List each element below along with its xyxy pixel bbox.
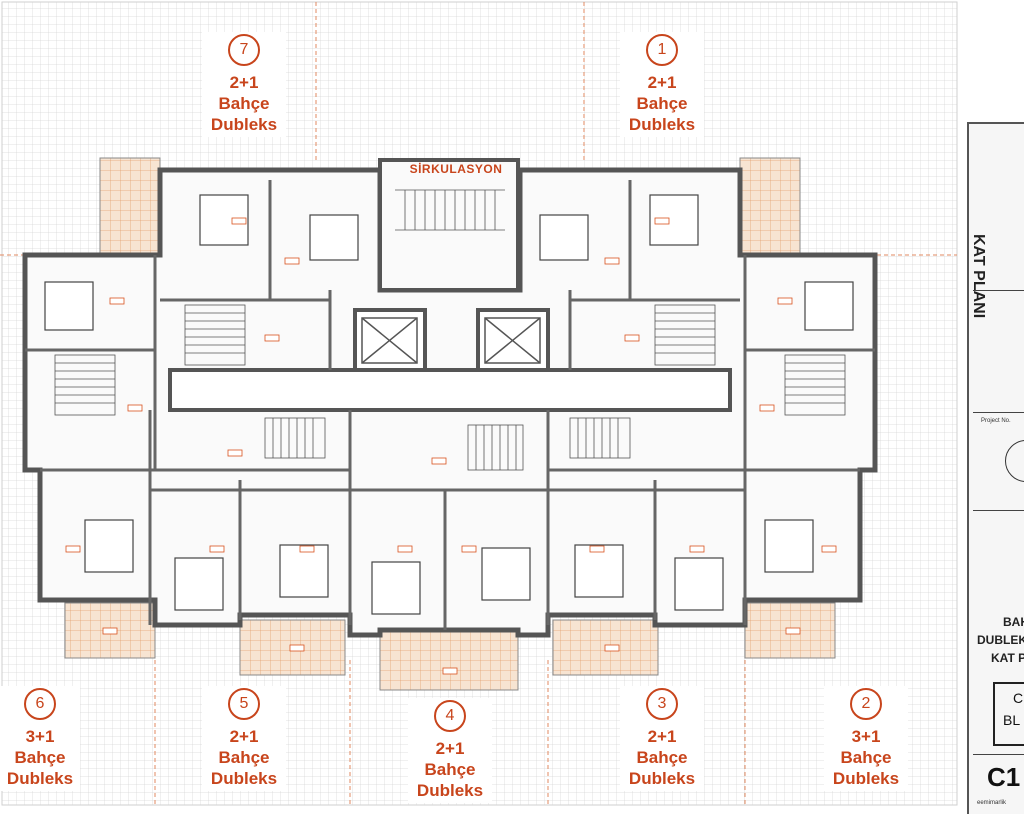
- interior-walls: [25, 180, 875, 630]
- logo-circle-icon: [1005, 440, 1024, 482]
- unit-number-badge: 5: [228, 688, 260, 720]
- room-tags: [65, 217, 837, 675]
- unit-number-badge: 6: [24, 688, 56, 720]
- unit-type-garden: Bahçe: [840, 748, 892, 767]
- title-block-project-label: Project No.: [981, 418, 1011, 424]
- unit-number-badge: 2: [850, 688, 882, 720]
- title-block-divider: [973, 510, 1024, 511]
- title-block-footer: eemimarlik: [977, 800, 1007, 806]
- title-block-line-3: KAT P: [991, 651, 1024, 665]
- unit-rooms: 2+1: [229, 73, 259, 92]
- title-block-divider: [973, 290, 1024, 291]
- unit-type-garden: Bahçe: [424, 760, 476, 779]
- unit-rooms: 2+1: [229, 727, 259, 746]
- unit-number-badge: 7: [228, 34, 260, 66]
- title-block-line-1: BAH: [1003, 615, 1024, 629]
- unit-rooms: 2+1: [647, 73, 677, 92]
- unit-type-garden: Bahçe: [14, 748, 66, 767]
- unit-type-duplex: Dubleks: [628, 115, 696, 134]
- unit-label-2: 2 3+1 Bahçe Dubleks: [824, 686, 908, 791]
- unit-type-duplex: Dubleks: [210, 769, 278, 788]
- unit-type-garden: Bahçe: [218, 748, 270, 767]
- unit-label-6: 6 3+1 Bahçe Dubleks: [0, 686, 80, 791]
- unit-type-garden: Bahçe: [636, 94, 688, 113]
- unit-label-1: 1 2+1 Bahçe Dubleks: [620, 32, 704, 137]
- unit-type-garden: Bahçe: [218, 94, 270, 113]
- title-block-box-line-1: C: [1013, 690, 1024, 706]
- unit-type-duplex: Dubleks: [832, 769, 900, 788]
- unit-number-badge: 4: [434, 700, 466, 732]
- title-block-line-2: DUBLEK: [977, 633, 1024, 647]
- unit-type-garden: Bahçe: [636, 748, 688, 767]
- elevators: [361, 317, 541, 364]
- title-block-block-box: [993, 682, 1024, 746]
- stairs: [54, 189, 846, 471]
- unit-rooms: 3+1: [25, 727, 55, 746]
- title-block-vertical-title: KAT PLANI: [970, 234, 987, 319]
- unit-label-7: 7 2+1 Bahçe Dubleks: [202, 32, 286, 137]
- unit-type-duplex: Dubleks: [6, 769, 74, 788]
- title-block-divider: [973, 412, 1024, 413]
- circulation-label: SİRKULASYON: [409, 162, 503, 176]
- unit-type-duplex: Dubleks: [210, 115, 278, 134]
- circulation-core: [168, 158, 732, 412]
- title-block: KAT PLANI Project No. BAH DUBLEK KAT P C…: [967, 122, 1024, 814]
- unit-type-duplex: Dubleks: [416, 781, 484, 800]
- title-block-divider: [973, 754, 1024, 755]
- unit-rooms: 2+1: [647, 727, 677, 746]
- unit-label-3: 3 2+1 Bahçe Dubleks: [620, 686, 704, 791]
- unit-type-duplex: Dubleks: [628, 769, 696, 788]
- unit-number-badge: 1: [646, 34, 678, 66]
- unit-rooms: 2+1: [435, 739, 465, 758]
- unit-label-4: 4 2+1 Bahçe Dubleks: [408, 698, 492, 803]
- unit-label-5: 5 2+1 Bahçe Dubleks: [202, 686, 286, 791]
- title-block-box-line-2: BL: [1003, 712, 1021, 728]
- unit-rooms: 3+1: [851, 727, 881, 746]
- unit-number-badge: 3: [646, 688, 678, 720]
- furniture-beds: [44, 194, 854, 615]
- title-block-sheet-code: C1: [987, 762, 1021, 792]
